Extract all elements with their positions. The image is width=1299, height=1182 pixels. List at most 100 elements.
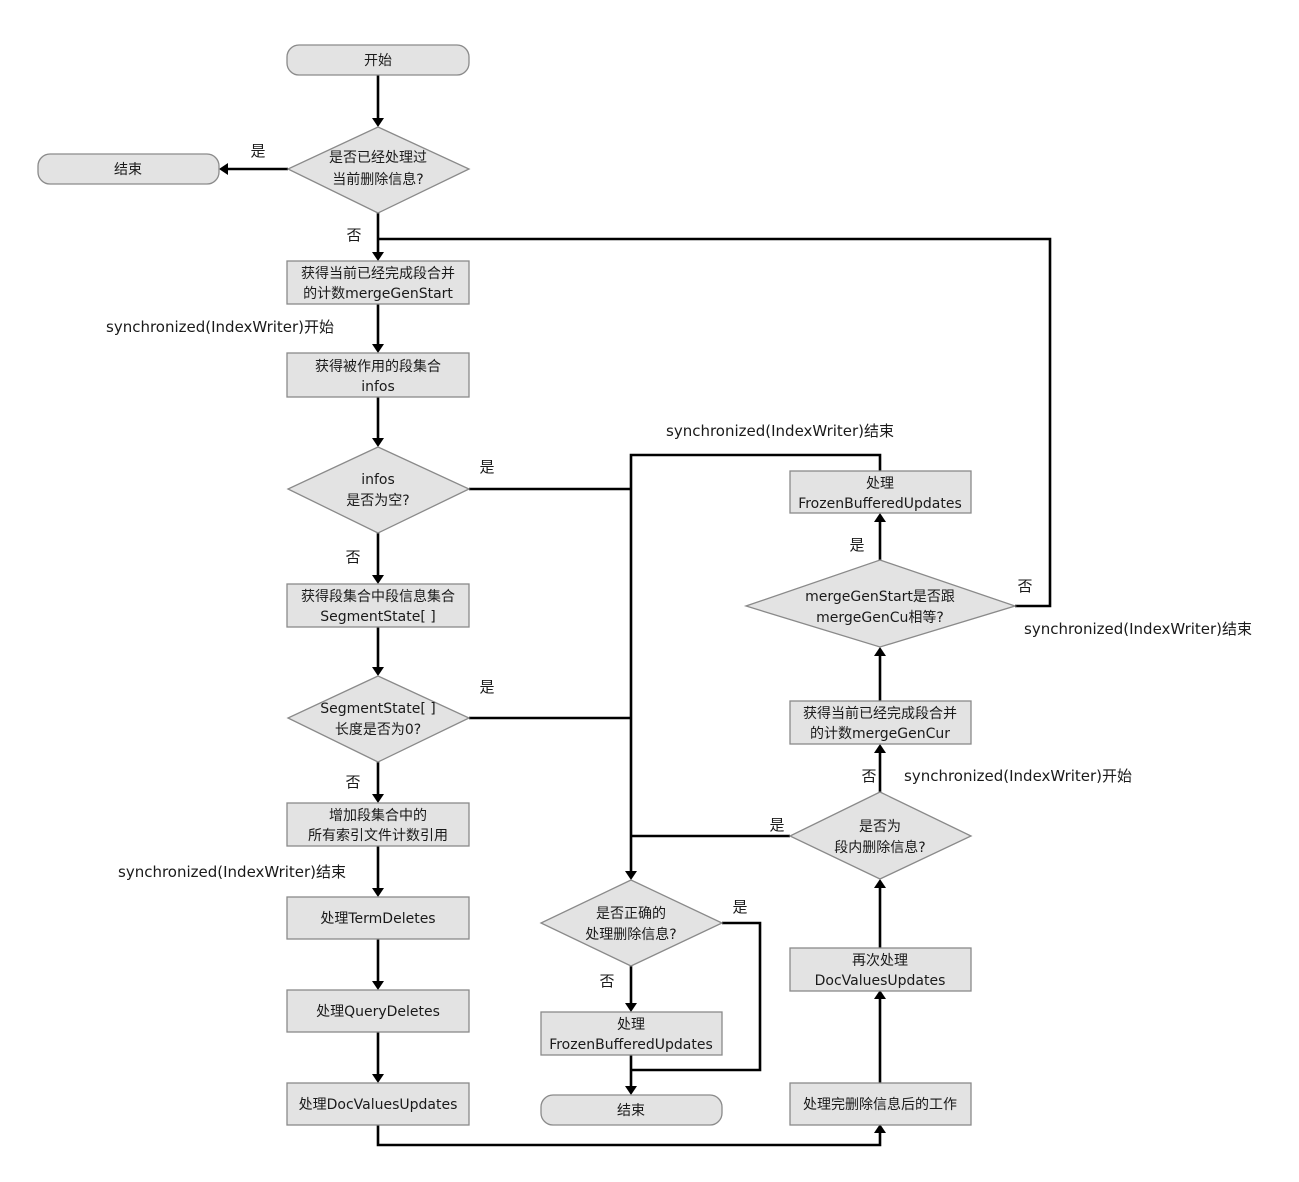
- label-no-infos: 否: [345, 548, 360, 566]
- decision-infos-empty-line1: infos: [361, 472, 395, 488]
- arrowhead: [372, 118, 384, 127]
- label-yes-infos: 是: [479, 458, 494, 476]
- label-yes-correct: 是: [732, 898, 747, 916]
- node-start: 开始: [286, 44, 470, 76]
- label-yes-processed: 是: [250, 142, 265, 160]
- arrowhead: [372, 981, 384, 990]
- edge-docvalues-to-after-work: [376, 1125, 882, 1147]
- label-no-correct: 否: [599, 972, 614, 990]
- label-no-processed: 否: [346, 226, 361, 244]
- arrowhead: [372, 252, 384, 261]
- node-term-deletes-text: 处理TermDeletes: [320, 911, 435, 927]
- arrowhead: [372, 888, 384, 897]
- arrowhead: [372, 344, 384, 353]
- decision-merge-gen-equal-line2: mergeGenCu相等?: [816, 609, 944, 626]
- node-query-deletes: 处理QueryDeletes: [286, 989, 470, 1033]
- label-yes-len: 是: [479, 678, 494, 696]
- arrowhead: [372, 438, 384, 447]
- node-get-segment-states: 获得段集合中段信息集合 SegmentState[ ]: [286, 583, 470, 628]
- node-get-merge-gen-start-line2: 的计数mergeGenStart: [303, 286, 453, 302]
- node-query-deletes-text: 处理QueryDeletes: [316, 1004, 440, 1020]
- label-no-equal: 否: [1017, 577, 1032, 595]
- node-end-top: 结束: [37, 153, 220, 185]
- decision-segment-private-line1: 是否为: [859, 819, 901, 835]
- node-frozen-top-line2: FrozenBufferedUpdates: [798, 496, 962, 512]
- node-get-merge-gen-cur-line2: 的计数mergeGenCur: [810, 726, 950, 742]
- label-yes-segment-private: 是: [769, 816, 784, 834]
- edge-q-correct-yes-to-end-join: [631, 921, 762, 1072]
- node-get-merge-gen-cur-line1: 获得当前已经完成段合并: [803, 705, 957, 722]
- arrowhead: [372, 575, 384, 584]
- label-no-len: 否: [345, 773, 360, 791]
- node-incref-line2: 所有索引文件计数引用: [308, 827, 448, 844]
- decision-segment-private-line2: 段内删除信息?: [834, 839, 925, 856]
- edge-frozen-top-to-q-correct: [629, 453, 882, 871]
- node-redo-docvalues-line1: 再次处理: [852, 953, 908, 969]
- arrowheads: [219, 118, 886, 1133]
- decision-states-length-line2: 长度是否为0?: [335, 722, 421, 738]
- decision-correct-line1: 是否正确的: [596, 906, 666, 922]
- arrowhead: [372, 1074, 384, 1083]
- node-after-work: 处理完删除信息后的工作: [789, 1082, 972, 1126]
- node-term-deletes: 处理TermDeletes: [286, 896, 470, 940]
- node-frozen-bottom: 处理 FrozenBufferedUpdates: [540, 1011, 723, 1056]
- decision-merge-gen-equal: mergeGenStart是否跟 mergeGenCu相等?: [743, 559, 1018, 648]
- node-after-work-text: 处理完删除信息后的工作: [803, 1096, 957, 1113]
- node-get-infos-line2: infos: [361, 379, 395, 395]
- label-sync-end-right-top: synchronized(IndexWriter)结束: [666, 422, 894, 440]
- node-frozen-bottom-line1: 处理: [617, 1017, 645, 1033]
- decision-correct-line2: 处理删除信息?: [585, 926, 676, 943]
- label-sync-start-right: synchronized(IndexWriter)开始: [904, 767, 1132, 785]
- node-get-merge-gen-start: 获得当前已经完成段合并 的计数mergeGenStart: [286, 260, 470, 305]
- node-redo-docvalues: 再次处理 DocValuesUpdates: [789, 947, 972, 992]
- node-get-merge-gen-start-line1: 获得当前已经完成段合并: [301, 265, 455, 282]
- arrowhead: [625, 1003, 637, 1012]
- arrowhead: [625, 871, 637, 880]
- node-frozen-top: 处理 FrozenBufferedUpdates: [789, 470, 972, 514]
- node-incref-line1: 增加段集合中的: [329, 807, 427, 824]
- decision-states-length-line1: SegmentState[ ]: [320, 701, 435, 717]
- node-docvalues-updates-text: 处理DocValuesUpdates: [299, 1097, 458, 1113]
- node-get-merge-gen-cur: 获得当前已经完成段合并 的计数mergeGenCur: [789, 700, 972, 745]
- label-sync-end-left: synchronized(IndexWriter)结束: [118, 863, 346, 881]
- node-redo-docvalues-line2: DocValuesUpdates: [815, 973, 946, 989]
- label-yes-equal: 是: [849, 536, 864, 554]
- arrowhead: [372, 794, 384, 803]
- decision-processed: 是否已经处理过 当前删除信息?: [286, 126, 471, 214]
- node-frozen-bottom-line2: FrozenBufferedUpdates: [549, 1037, 713, 1053]
- arrowhead: [874, 1124, 886, 1133]
- node-end-bottom: 结束: [540, 1094, 723, 1126]
- decision-states-length: SegmentState[ ] 长度是否为0?: [286, 675, 471, 763]
- arrowhead: [372, 667, 384, 676]
- arrowhead: [874, 744, 886, 753]
- node-get-infos: 获得被作用的段集合 infos: [286, 352, 470, 398]
- decision-merge-gen-equal-line1: mergeGenStart是否跟: [805, 589, 955, 605]
- decision-segment-private: 是否为 段内删除信息?: [788, 791, 973, 880]
- decision-processed-line1: 是否已经处理过: [329, 150, 427, 166]
- node-get-infos-line1: 获得被作用的段集合: [315, 358, 441, 375]
- arrowhead: [625, 1086, 637, 1095]
- decision-infos-empty: infos 是否为空?: [286, 446, 471, 534]
- arrowhead: [874, 990, 886, 999]
- node-docvalues-updates: 处理DocValuesUpdates: [286, 1082, 470, 1126]
- label-sync-end-right: synchronized(IndexWriter)结束: [1024, 620, 1252, 638]
- arrowhead: [219, 163, 228, 175]
- edge-labels: 是 否 synchronized(IndexWriter)开始 是 否 是 否 …: [106, 142, 1252, 990]
- node-get-segment-states-line1: 获得段集合中段信息集合: [301, 588, 455, 605]
- node-start-text: 开始: [364, 53, 392, 69]
- node-incref: 增加段集合中的 所有索引文件计数引用: [286, 802, 470, 847]
- node-end-top-text: 结束: [114, 162, 142, 178]
- node-end-bottom-text: 结束: [617, 1103, 645, 1119]
- decision-processed-line2: 当前删除信息?: [332, 171, 423, 188]
- node-get-segment-states-line2: SegmentState[ ]: [320, 609, 435, 625]
- arrowhead: [874, 513, 886, 522]
- label-no-segment-private: 否: [861, 767, 876, 785]
- edge-loop-back-not-equal: [378, 237, 1052, 608]
- arrowhead: [874, 647, 886, 656]
- connectors: [228, 75, 1052, 1147]
- decision-correct: 是否正确的 处理删除信息?: [539, 879, 724, 967]
- label-sync-start-left: synchronized(IndexWriter)开始: [106, 318, 334, 336]
- decision-infos-empty-line2: 是否为空?: [346, 493, 409, 509]
- node-frozen-top-line1: 处理: [866, 476, 894, 492]
- arrowhead: [874, 879, 886, 888]
